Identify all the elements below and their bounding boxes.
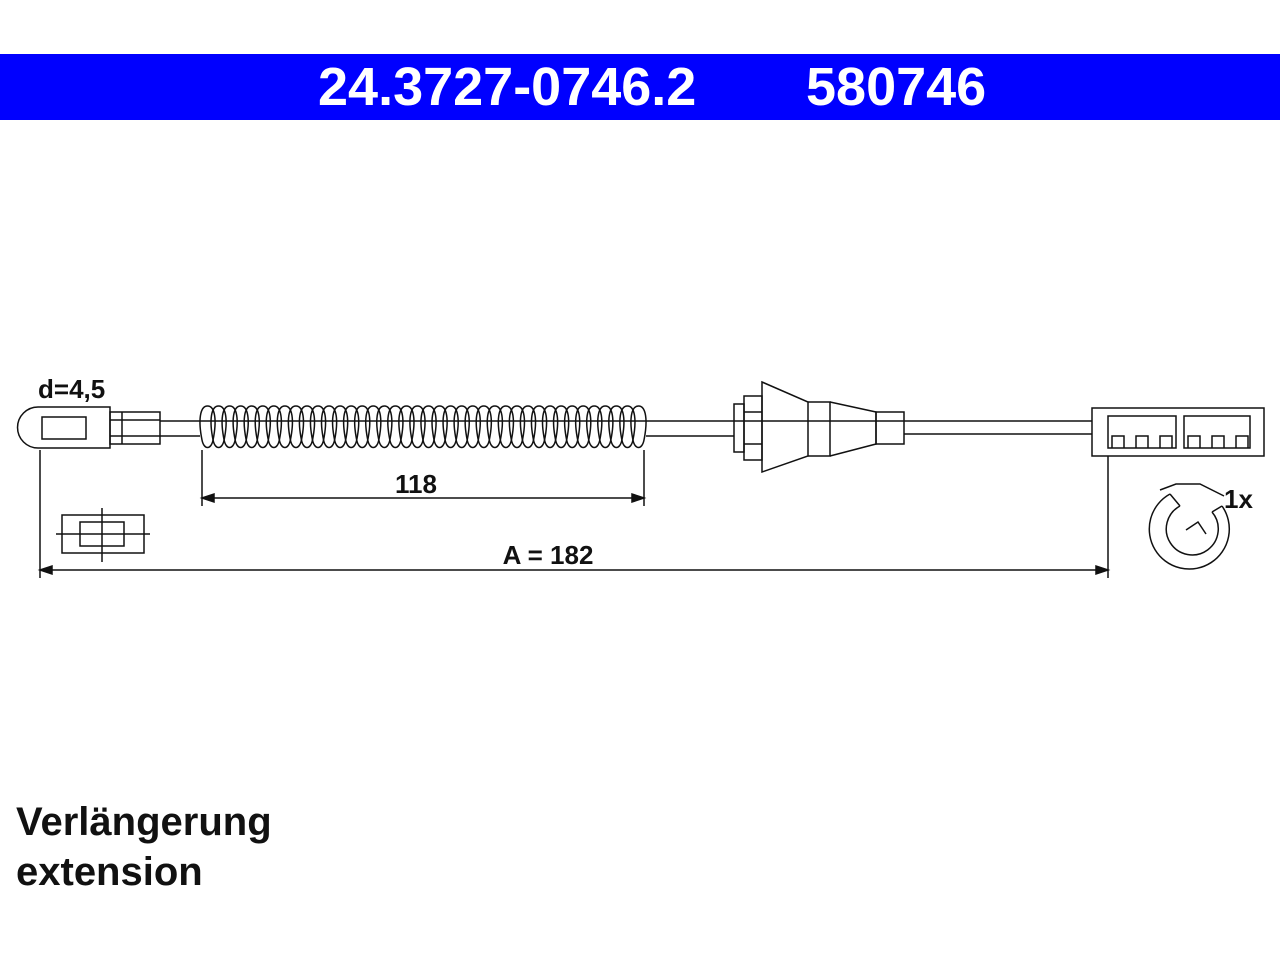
bracket-fitting-icon <box>1091 407 1265 457</box>
spring-coil <box>353 405 371 449</box>
spring-coil <box>608 405 625 449</box>
spring-coil <box>398 405 415 449</box>
spring-coil <box>232 405 249 449</box>
spring-coil <box>365 405 382 449</box>
spring-coil <box>552 405 570 449</box>
spring-length-label: 118 <box>395 469 437 499</box>
spring-coil <box>221 405 238 449</box>
dimension-total-length <box>37 450 1111 578</box>
spring-coil <box>409 405 426 449</box>
spring-coil <box>431 405 448 449</box>
spring-coil <box>243 405 260 449</box>
retaining-clip-icon <box>1148 483 1231 570</box>
spring-coil <box>519 405 537 449</box>
spring-coil <box>298 405 316 449</box>
spring-icon <box>199 405 647 449</box>
spring-coil <box>199 405 216 449</box>
spring-coil <box>630 405 647 449</box>
spring-coil <box>486 405 504 449</box>
spring-coil <box>497 405 515 449</box>
clip-quantity-label: 1x <box>1224 484 1253 514</box>
header-bar <box>0 54 1280 120</box>
spring-coil <box>541 405 559 449</box>
spring-coil <box>210 405 227 449</box>
spring-coil <box>574 405 592 449</box>
spring-coil <box>331 405 349 449</box>
spring-coil <box>453 405 470 449</box>
end-diameter-label: d=4,5 <box>38 374 105 404</box>
part-number: 24.3727-0746.2 <box>318 57 697 117</box>
spring-coil <box>265 405 283 449</box>
caption-german: Verlängerung <box>16 800 272 844</box>
spring-coil <box>563 405 581 449</box>
spring-coil <box>287 405 305 449</box>
spring-coil <box>276 405 294 449</box>
eye-end-fitting-icon <box>16 406 161 449</box>
reference-number: 580746 <box>806 57 987 117</box>
spring-coil <box>475 405 493 449</box>
dimension-spring-length <box>199 450 647 506</box>
spring-coil <box>464 405 481 449</box>
spring-coil <box>254 405 272 449</box>
end-fitting-detail-icon <box>56 508 150 562</box>
spring-coil <box>530 405 548 449</box>
spring-coil <box>387 405 404 449</box>
spring-coil <box>309 405 327 449</box>
spring-coil <box>586 405 603 449</box>
grommet-icon <box>733 380 905 474</box>
spring-coil <box>342 405 360 449</box>
total-length-label: A = 182 <box>503 540 594 570</box>
spring-coil <box>376 405 393 449</box>
caption-english: extension <box>16 850 203 894</box>
spring-coil <box>597 405 614 449</box>
spring-coil <box>619 405 636 449</box>
spring-coil <box>420 405 437 449</box>
spring-coil <box>442 405 459 449</box>
spring-coil <box>320 405 338 449</box>
spring-coil <box>508 405 526 449</box>
